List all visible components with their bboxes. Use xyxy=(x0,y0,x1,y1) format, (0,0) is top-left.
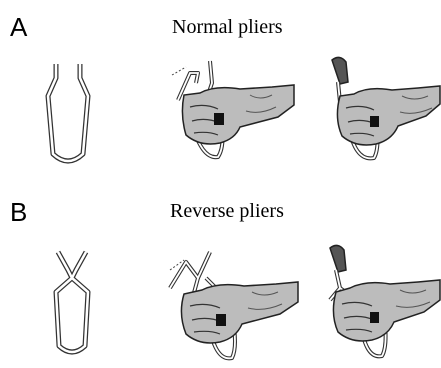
hand-reverse-pliers-closed-icon xyxy=(316,242,440,366)
hand-normal-pliers-open-icon xyxy=(160,55,295,175)
panel-b-title: Reverse pliers xyxy=(170,201,284,221)
panel-b-letter: B xyxy=(10,199,27,225)
normal-pliers-icon xyxy=(40,58,100,168)
hand-normal-pliers-closed-icon xyxy=(318,52,440,170)
hand-reverse-pliers-open-icon xyxy=(158,244,298,366)
panel-a-letter: A xyxy=(10,14,27,40)
panel-a-title: Normal pliers xyxy=(172,17,283,37)
reverse-pliers-icon xyxy=(44,248,102,360)
